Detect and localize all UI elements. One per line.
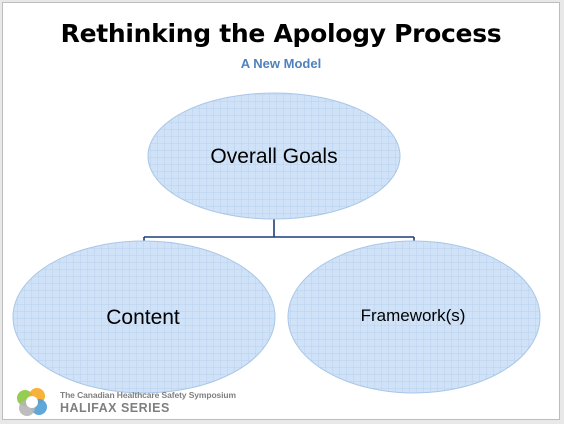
slide: Rethinking the Apology Process A New Mod… <box>2 2 560 420</box>
slide-title: Rethinking the Apology Process <box>60 19 502 48</box>
child-node-content-shape <box>12 240 276 394</box>
child-node-content-label: Content <box>106 306 180 329</box>
symposium-logo-icon <box>17 388 47 416</box>
hierarchy-diagram <box>12 92 541 394</box>
footer-organization: The Canadian Healthcare Safety Symposium <box>60 390 236 400</box>
footer-series: HALIFAX SERIES <box>60 401 170 415</box>
root-node-label: Overall Goals <box>210 145 338 168</box>
slide-subtitle: A New Model <box>240 56 322 71</box>
child-node-framework-label: Framework(s) <box>360 306 466 325</box>
connector-lines <box>143 218 415 249</box>
root-node-shape <box>147 92 401 220</box>
child-node-framework-shape <box>287 240 541 394</box>
